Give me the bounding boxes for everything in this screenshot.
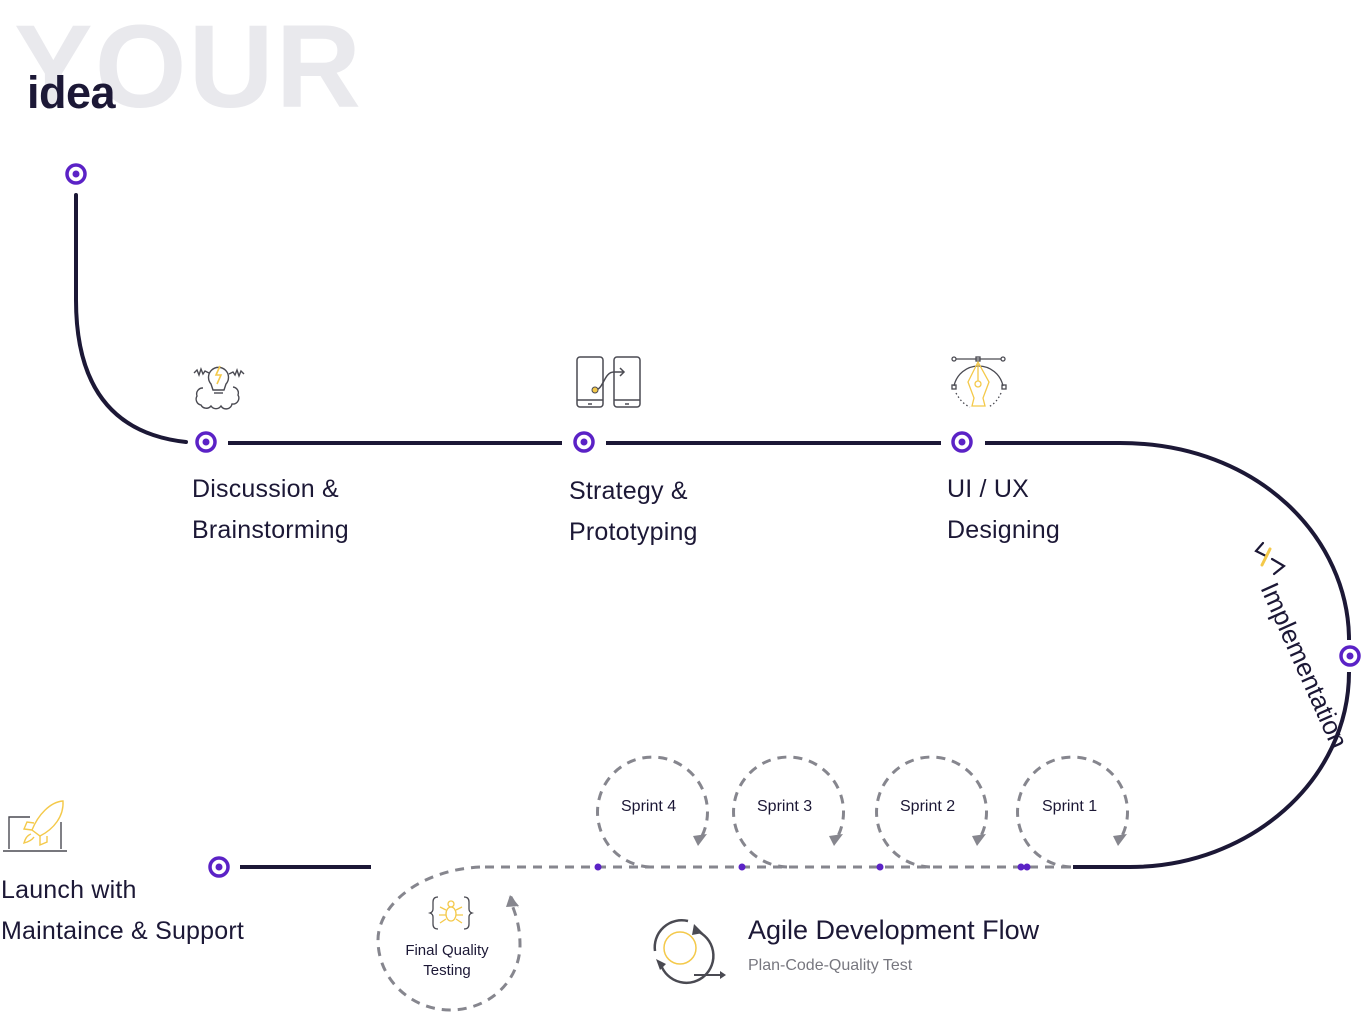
- sprint-2-label: Sprint 2: [900, 798, 956, 815]
- sprint-2-loop: [875, 755, 988, 869]
- stage-strategy-line1: Strategy &: [569, 477, 688, 505]
- sprint-1-loop: [1016, 755, 1129, 869]
- sprint-2-arrowhead: [972, 834, 986, 846]
- final-testing-loop: [376, 865, 522, 1012]
- lightbulb-brainstorm-icon: [193, 365, 245, 410]
- node-strategy: [573, 431, 595, 453]
- stage-uiux-line1: UI / UX: [947, 475, 1029, 503]
- final-testing-line1: Final Quality: [405, 942, 489, 959]
- sprint-loops: [376, 755, 1129, 1012]
- junction-dot: [1017, 863, 1025, 871]
- bug-braces-icon: [427, 896, 475, 930]
- sprint-4-arrowhead: [693, 834, 707, 846]
- stage-discussion-line2: Brainstorming: [192, 516, 349, 544]
- stage-strategy-line2: Prototyping: [569, 518, 698, 546]
- stage-discussion-line1: Discussion &: [192, 475, 339, 503]
- junction-dot: [1023, 863, 1031, 871]
- page-title: idea: [27, 67, 116, 118]
- node-uiux: [951, 431, 973, 453]
- agile-title: Agile Development Flow: [748, 915, 1040, 945]
- sprint-1-arrowhead: [1113, 834, 1127, 846]
- node-launch: [208, 856, 230, 878]
- sprint-3-label: Sprint 3: [757, 798, 813, 815]
- junction-dot: [738, 863, 746, 871]
- launch-line2: Maintaince & Support: [1, 917, 245, 945]
- stage-discussion-label: Discussion & Brainstorming: [192, 469, 349, 551]
- sprint-4-label: Sprint 4: [621, 798, 677, 815]
- stage-strategy-label: Strategy & Prototyping: [569, 471, 698, 553]
- pen-tool-bezier-icon: [951, 356, 1007, 408]
- node-discussion: [195, 431, 217, 453]
- background-word: YOUR: [14, 1, 363, 133]
- final-testing-label: Final Quality Testing: [388, 941, 506, 981]
- agile-subtitle: Plan-Code-Quality Test: [748, 957, 913, 974]
- stage-uiux-label: UI / UX Designing: [947, 469, 1060, 551]
- junction-dot: [876, 863, 884, 871]
- flow-path-implementation-bottom: [1073, 671, 1351, 869]
- stage-uiux-line2: Designing: [947, 516, 1060, 544]
- sprint-4-loop: [596, 755, 709, 869]
- flow-path-start: [74, 193, 188, 444]
- code-glyph-icon: [1254, 541, 1286, 576]
- sprint-junction-dots: [594, 863, 1031, 871]
- final-testing-line2: Testing: [423, 962, 471, 979]
- flow-path-implementation-top: [985, 441, 1351, 641]
- node-idea: [65, 163, 87, 185]
- loop-arrowheads: [506, 834, 1127, 908]
- launch-label: Launch with Maintaince & Support: [1, 870, 244, 952]
- laptop-rocket-icon: [3, 800, 67, 852]
- junction-dot: [594, 863, 602, 871]
- sprint-1-label: Sprint 1: [1042, 798, 1098, 815]
- node-implementation: [1339, 645, 1361, 667]
- sprint-3-arrowhead: [829, 834, 843, 846]
- launch-line1: Launch with: [1, 876, 137, 904]
- sprint-3-loop: [732, 755, 845, 869]
- agile-cycle-icon: [653, 919, 726, 985]
- milestone-nodes: [65, 163, 1361, 878]
- final-testing-arrowhead-tip: [506, 895, 519, 907]
- phones-prototype-icon: [576, 356, 641, 408]
